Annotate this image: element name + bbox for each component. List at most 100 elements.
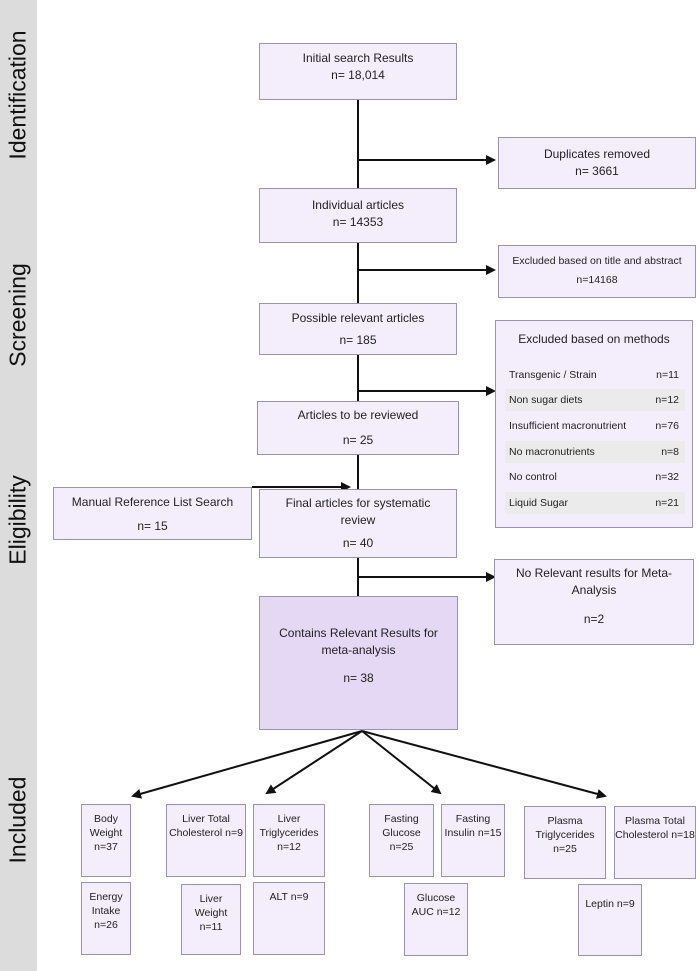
possible-relevant-count: n= 185 — [339, 333, 377, 347]
outcome-box: ALT n=9 — [253, 882, 325, 955]
outcome-box: Glucose AUC n=12 — [404, 883, 468, 956]
outcome-label: Liver Total — [182, 813, 230, 825]
articles-to-review-title: Articles to be reviewed — [297, 408, 419, 422]
outcome-label: Weight — [89, 827, 123, 839]
outcome-label: Insulin — [444, 827, 475, 839]
duplicates-removed-box: Duplicates removed n= 3661 — [498, 137, 696, 189]
outcome-box: Liver Total Cholesterol n=9 — [166, 804, 246, 877]
excluded-method-count: n=8 — [661, 446, 679, 458]
outcome-label: Triglycerides — [535, 829, 595, 841]
excluded-method-row: Transgenic / Strain n=11 — [505, 364, 685, 386]
outcome-label: Plasma Total — [625, 815, 685, 827]
excluded-method-row: No control n=32 — [505, 466, 685, 488]
outcome-count: n=12 — [277, 841, 301, 853]
outcome-count: n=9 — [290, 891, 309, 903]
excluded-methods-box: Excluded based on methods Transgenic / S… — [495, 320, 693, 528]
individual-title: Individual articles — [311, 198, 405, 212]
articles-to-review-box: Articles to be reviewed n= 25 — [257, 401, 459, 455]
outcome-count: n=37 — [94, 841, 118, 853]
manual-reference-title: Manual Reference List Search — [71, 495, 234, 509]
excluded-method-label: Non sugar diets — [509, 394, 583, 406]
outcome-label: ALT — [269, 891, 288, 903]
excluded-title-abstract-title: Excluded based on title and abstract — [512, 255, 682, 267]
individual-count: n= 14353 — [332, 215, 384, 229]
excluded-method-row: Non sugar diets n=12 — [505, 389, 685, 411]
excluded-method-label: Transgenic / Strain — [509, 369, 597, 381]
outcome-label: Liver — [199, 893, 223, 905]
outcome-count: n=15 — [477, 827, 502, 839]
outcome-box: Plasma Triglycerides n=25 — [524, 806, 606, 879]
duplicates-title: Duplicates removed — [543, 147, 651, 161]
outcome-box: Leptin n=9 — [578, 884, 642, 956]
outcome-label: Energy — [89, 891, 123, 903]
no-relevant-title-line2: Analysis — [571, 583, 617, 597]
outcome-label: Weight — [194, 907, 228, 919]
outcome-count: n=9 — [616, 898, 635, 910]
outcome-count: n=25 — [553, 843, 577, 855]
articles-to-review-count: n= 25 — [342, 433, 374, 447]
outcome-label: Plasma — [547, 815, 583, 827]
outcome-count: n=25 — [389, 841, 414, 853]
excluded-method-label: Insufficient macronutrient — [509, 420, 627, 432]
excluded-method-row: Insufficient macronutrient n=76 — [505, 415, 685, 437]
stage-sidebar — [0, 0, 37, 971]
excluded-method-row: Liquid Sugar n=21 — [505, 492, 685, 514]
contains-relevant-title-line2: meta-analysis — [321, 643, 396, 657]
excluded-method-label: No control — [509, 471, 557, 483]
possible-relevant-title: Possible relevant articles — [291, 311, 425, 325]
outcome-count: n=18 — [671, 829, 695, 841]
excluded-method-count: n=32 — [655, 471, 679, 483]
manual-reference-count: n= 15 — [137, 519, 168, 533]
excluded-method-count: n=21 — [655, 497, 679, 509]
outcome-box: Liver Weight n=11 — [181, 884, 241, 955]
possible-relevant-box: Possible relevant articles n= 185 — [259, 303, 457, 355]
excluded-method-label: No macronutrients — [509, 446, 595, 458]
final-articles-title-line1: Final articles for systematic — [285, 496, 431, 510]
outcome-label: Triglycerides — [259, 827, 319, 839]
contains-relevant-count: n= 38 — [343, 671, 374, 685]
outcome-box: Liver Triglycerides n=12 — [253, 804, 325, 877]
excluded-method-row: No macronutrients n=8 — [505, 441, 685, 463]
excluded-method-count: n=12 — [655, 394, 679, 406]
excluded-method-count: n=11 — [656, 369, 679, 381]
outcome-label: Cholesterol — [615, 829, 669, 841]
contains-relevant-box: Contains Relevant Results for meta-analy… — [259, 596, 458, 730]
final-articles-title-line2: review — [340, 513, 376, 527]
individual-articles-box: Individual articles n= 14353 — [259, 188, 457, 243]
outcome-label: Glucose — [382, 827, 421, 839]
outcome-box: Plasma Total Cholesterol n=18 — [614, 806, 696, 879]
excluded-title-abstract-box: Excluded based on title and abstract n=1… — [498, 245, 696, 298]
excluded-methods-title: Excluded based on methods — [518, 332, 670, 346]
excluded-title-abstract-count: n=14168 — [576, 274, 618, 286]
contains-relevant-title-line1: Contains Relevant Results for — [279, 626, 438, 640]
outcome-box: Fasting Glucose n=25 — [369, 804, 434, 877]
initial-search-box: Initial search Results n= 18,014 — [259, 43, 457, 100]
outcome-box: Energy Intake n=26 — [81, 882, 131, 955]
outcome-label: Fasting — [384, 813, 419, 825]
outcome-label: Intake — [91, 905, 121, 917]
manual-reference-box: Manual Reference List Search n= 15 — [53, 487, 252, 540]
outcome-label: Leptin — [585, 898, 614, 910]
no-relevant-count: n=2 — [583, 612, 605, 626]
final-articles-box: Final articles for systematic review n= … — [259, 489, 457, 558]
excluded-method-label: Liquid Sugar — [509, 497, 568, 509]
outcome-count: n=12 — [436, 906, 461, 918]
outcome-count: n=11 — [199, 921, 223, 933]
outcome-box: Body Weight n=37 — [81, 804, 131, 877]
final-articles-count: n= 40 — [342, 536, 374, 550]
duplicates-count: n= 3661 — [575, 164, 619, 178]
outcome-label: Liver — [277, 813, 301, 825]
initial-search-count: n= 18,014 — [331, 68, 385, 82]
outcome-label: AUC — [411, 906, 434, 918]
no-relevant-title-line1: No Relevant results for Meta- — [515, 566, 673, 580]
outcome-count: n=26 — [94, 919, 118, 931]
outcome-count: n=9 — [225, 827, 243, 839]
outcome-box: Fasting Insulin n=15 — [441, 804, 505, 877]
outcome-label: Glucose — [416, 892, 456, 904]
no-relevant-results-box: No Relevant results for Meta- Analysis n… — [494, 559, 694, 645]
initial-search-title: Initial search Results — [302, 51, 414, 65]
outcome-label: Body — [94, 813, 118, 825]
outcome-label: Cholesterol — [169, 827, 223, 839]
excluded-method-count: n=76 — [655, 420, 679, 432]
